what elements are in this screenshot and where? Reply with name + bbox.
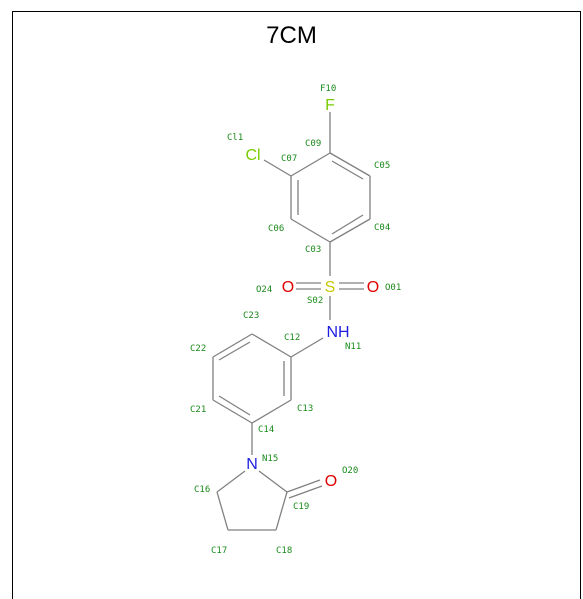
bond-c03-c06 [290, 218, 331, 243]
bond-c07-c09 [290, 152, 331, 177]
atom-label-c19: C19 [293, 502, 309, 512]
atom-label-c05: C05 [374, 161, 390, 171]
bond-inner-1 [331, 160, 364, 180]
bond-c12-c23 [251, 333, 292, 358]
amine-nh-symbol: NH [326, 324, 349, 341]
atom-label-c09: C09 [305, 139, 321, 149]
bond-inner-5 [218, 395, 251, 416]
atom-label-c03: C03 [305, 245, 321, 255]
bond-n11-c12 [290, 337, 324, 358]
atom-label-cl11: Cl1 [227, 133, 243, 143]
bond-inner-4 [218, 341, 251, 361]
atom-label-o20: O20 [342, 466, 358, 476]
oxygen-left-symbol: O [282, 279, 294, 296]
fluorine-symbol: F [325, 97, 335, 114]
atom-label-c22: C22 [190, 344, 206, 354]
bond-c04-c03 [329, 218, 371, 243]
bond-inner-2 [331, 214, 364, 235]
bond-c07-cl11 [263, 159, 292, 177]
atom-label-c16: C16 [194, 485, 210, 495]
atom-label-c06: C06 [268, 224, 284, 234]
atom-label-c12: C12 [284, 333, 300, 343]
chlorine-symbol: Cl [245, 147, 260, 164]
atom-label-c14: C14 [258, 425, 274, 435]
atom-label-c23: C23 [243, 311, 259, 321]
atom-labels: F10 C09 Cl1 C07 C05 C06 C04 C03 O24 O01 … [190, 84, 401, 556]
diagram-frame [12, 11, 581, 599]
atom-label-c04: C04 [374, 223, 390, 233]
oxygen-right-symbol: O [367, 279, 379, 296]
atom-label-c18: C18 [276, 546, 292, 556]
bond-c23-c22 [212, 333, 253, 358]
sulfur-symbol: S [325, 279, 336, 296]
bond-c18-c19 [275, 491, 288, 531]
bond-c09-c05 [329, 152, 371, 177]
atom-label-c07: C07 [281, 154, 297, 164]
atom-label-c21: C21 [190, 405, 206, 415]
atom-label-o24: O24 [256, 285, 272, 295]
atom-label-f10: F10 [320, 84, 336, 94]
atom-label-c13: C13 [297, 404, 313, 414]
atom-label-s02: S02 [307, 296, 323, 306]
nitrogen-symbol: N [246, 456, 258, 473]
atom-label-n15: N15 [262, 454, 278, 464]
bond-c19-o20-a [286, 479, 321, 493]
bond-c14-c13 [251, 399, 292, 424]
ketone-oxygen-symbol: O [325, 473, 337, 490]
bond-n15-c19 [258, 470, 288, 493]
atom-label-o01: O01 [385, 283, 401, 293]
bond-c21-c14 [212, 399, 253, 424]
bonds [212, 112, 371, 531]
atom-label-n11: N11 [345, 342, 361, 352]
molecule-title: 7CM [266, 22, 317, 49]
bond-c19-o20-b [288, 485, 323, 499]
atom-label-c17: C17 [211, 546, 227, 556]
bond-c16-c17 [216, 491, 229, 531]
bond-n15-c16 [216, 470, 246, 493]
